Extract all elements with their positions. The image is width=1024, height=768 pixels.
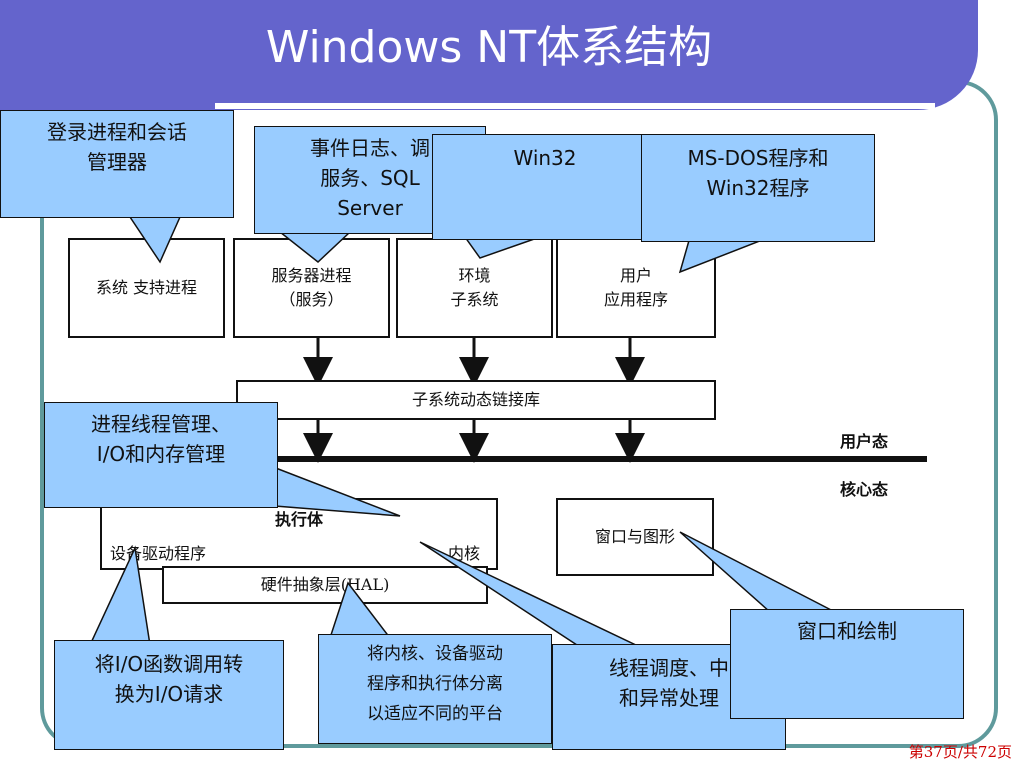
pointer-hal [328, 581, 392, 639]
pointer-window-draw [679, 531, 836, 613]
pointer-win32 [463, 236, 541, 259]
user-mode-label: 用户态 [840, 432, 889, 451]
pointer-msdos [678, 236, 771, 274]
pointer-thread [419, 541, 641, 648]
callout-window-drawing: 窗口和绘制 [730, 609, 964, 719]
title-underline [215, 103, 935, 109]
pointer-logon [128, 216, 182, 264]
slide-title: Windows NT体系结构 [265, 22, 713, 73]
page-number: 第37页/共72页 [908, 743, 1012, 761]
title-banner [0, 0, 978, 110]
hal-box: 硬件抽象层(HAL) [162, 566, 488, 604]
callout-io-request: 将I/O函数调用转 换为I/O请求 [54, 640, 284, 750]
callout-hal-description: 将内核、设备驱动 程序和执行体分离 以适应不同的平台 [318, 634, 552, 744]
callout-logon-session: 登录进程和会话 管理器 [0, 110, 234, 218]
server-process-box: 服务器进程 （服务） [233, 238, 390, 338]
mode-boundary-line [95, 456, 927, 462]
callout-msdos-win32: MS-DOS程序和 Win32程序 [641, 134, 875, 242]
environment-subsystem-box: 环境 子系统 [396, 238, 553, 338]
subsystem-dll-box: 子系统动态链接库 [236, 380, 716, 420]
pointer-services [277, 231, 352, 263]
pointer-io [88, 545, 151, 646]
callout-process-thread-mgmt: 进程线程管理、 I/O和内存管理 [44, 402, 278, 508]
callout-win32: Win32 [432, 134, 658, 240]
kernel-mode-label: 核心态 [840, 480, 889, 499]
kernel-label: 内核 [448, 544, 481, 563]
